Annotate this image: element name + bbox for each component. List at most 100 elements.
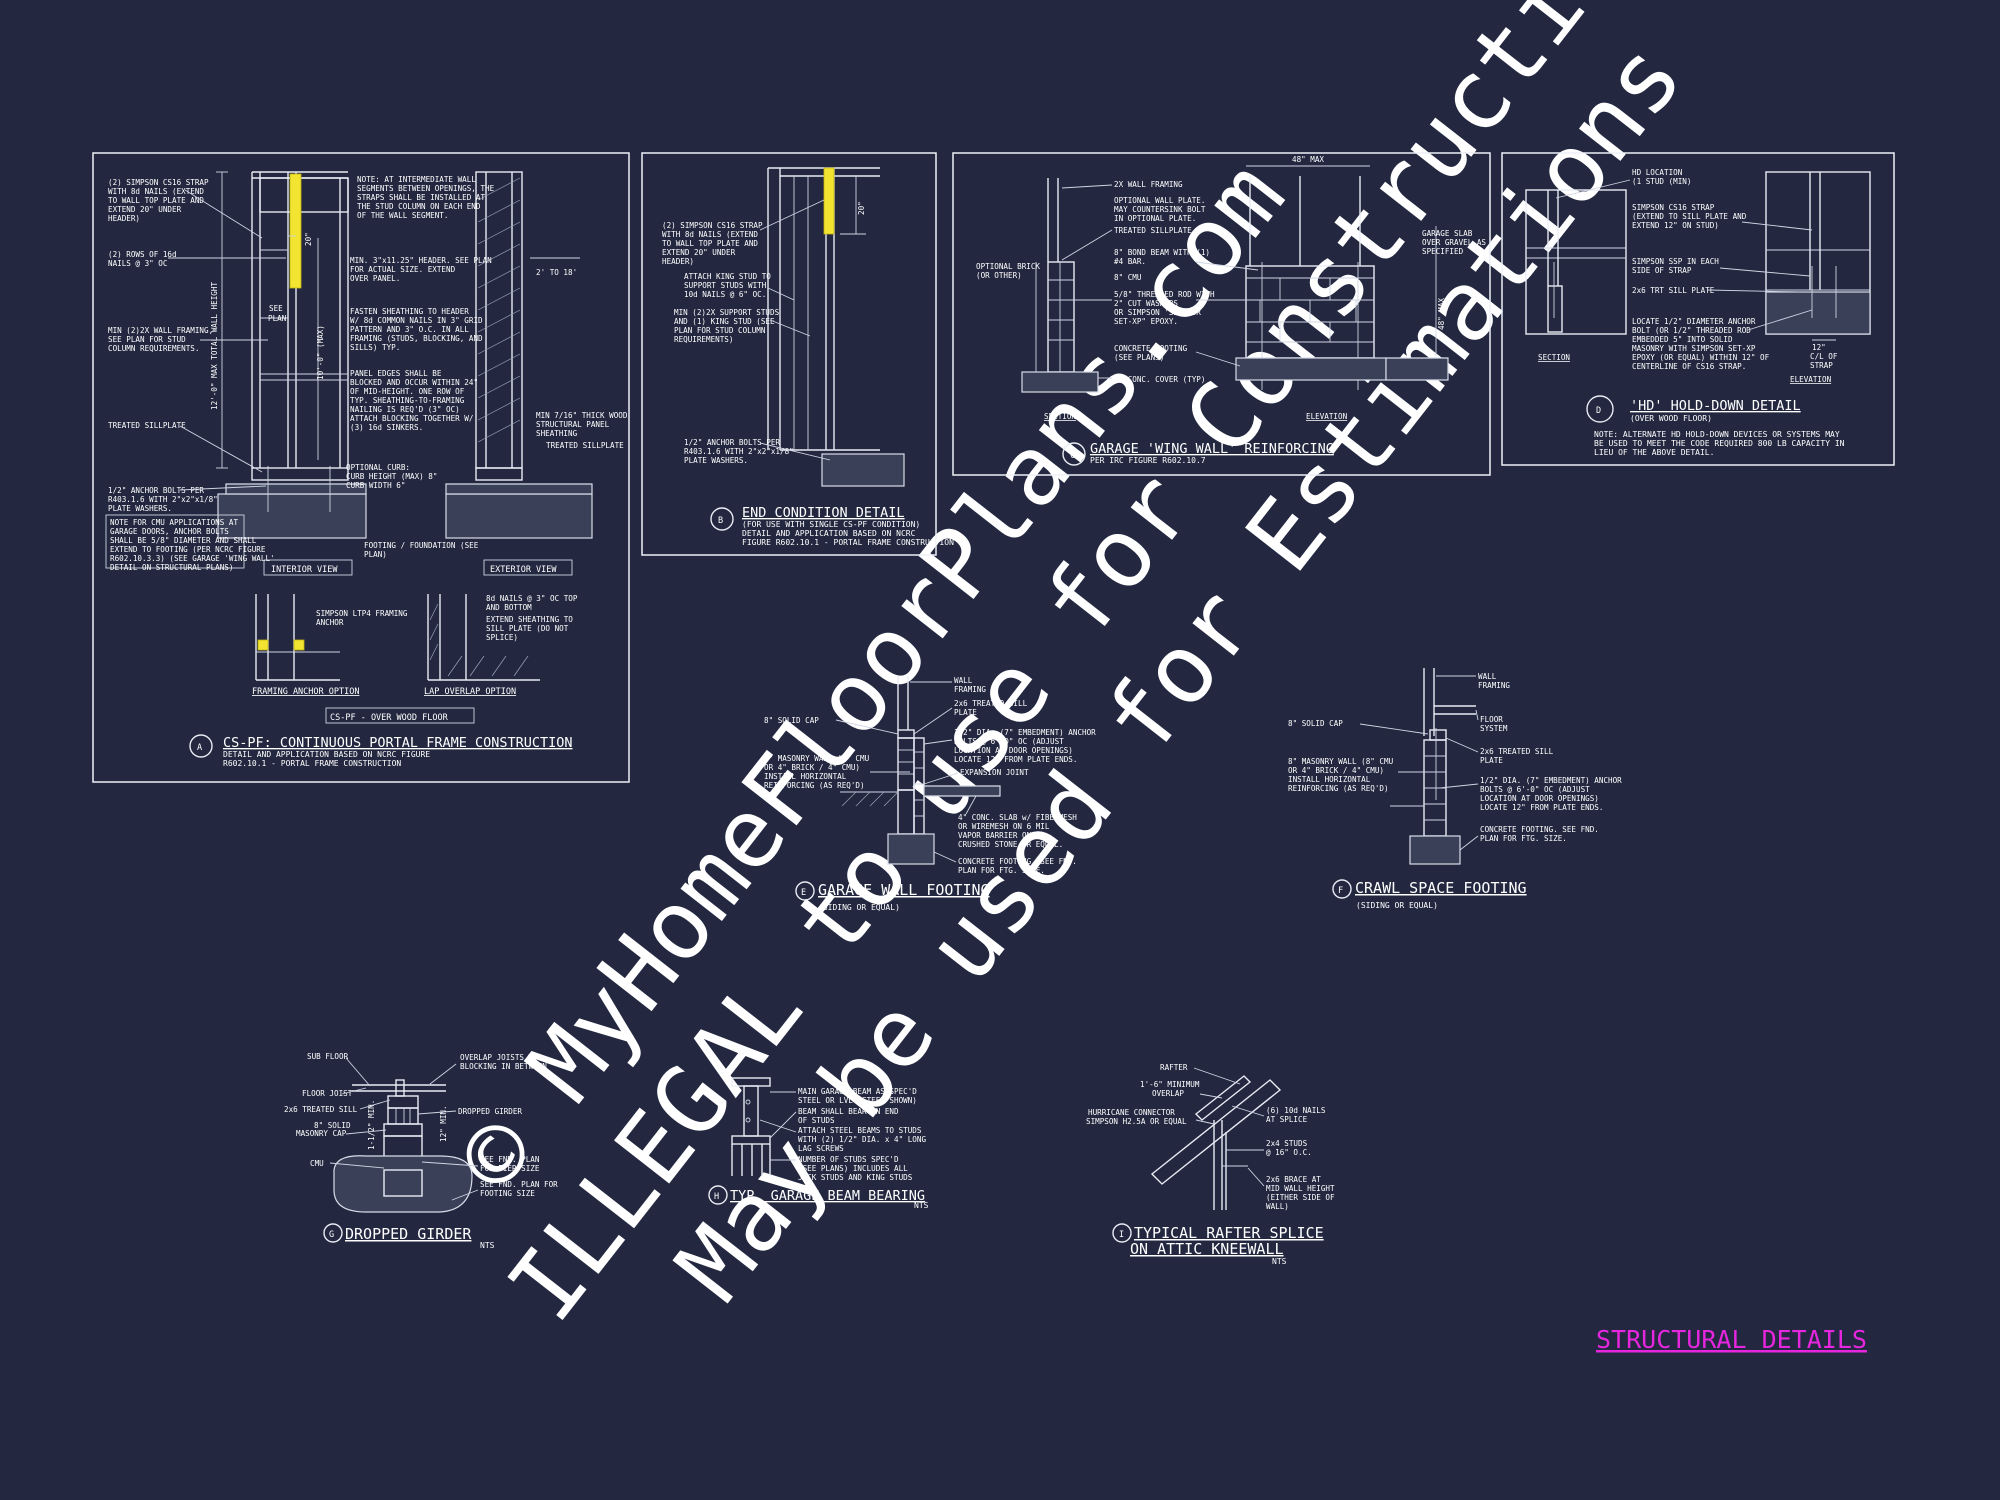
detail-f-note-10: INSTALL HORIZONTAL <box>1288 775 1371 784</box>
detail-a-note-59: EXTEND SHEATHING TO <box>486 615 573 624</box>
detail-f-note-2: FRAMING <box>1478 681 1510 690</box>
detail-g-note-11: FOR PIER SIZE <box>480 1164 540 1173</box>
detail-a-note-27: FOR ACTUAL SIZE. EXTEND <box>350 265 456 274</box>
detail-c-note-20: SPECIFIED <box>1422 247 1464 256</box>
detail-d: SECTION ELEVATION HD LOCATION (1 STUD (M… <box>1501 152 1895 466</box>
detail-i-note-9: @ 16" O.C. <box>1266 1148 1312 1157</box>
detail-e-note-16: OR WIREMESH ON 6 MIL <box>958 822 1050 831</box>
detail-f-note-6: 2x6 TREATED SILL <box>1480 747 1554 756</box>
detail-e-note-2: FRAMING <box>954 685 986 694</box>
detail-b-note-9: MIN (2)2X SUPPORT STUDS <box>674 308 780 317</box>
detail-a-note-8: MIN (2)2X WALL FRAMING, <box>108 326 213 335</box>
detail-h-note-6: WITH (2) 1/2" DIA. x 4" LONG <box>798 1135 926 1144</box>
detail-e-note-13: REINFORCING (AS REQ'D) <box>764 781 865 790</box>
detail-i-note-1: RAFTER <box>1160 1063 1188 1072</box>
detail-c-subtitle-1: PER IRC FIGURE R602.10.7 <box>1090 456 1206 465</box>
detail-a-note-30: W/ 8d COMMON NAILS IN 3" GRID <box>350 316 483 325</box>
detail-c-note-17: (OR OTHER) <box>976 271 1022 280</box>
detail-f-tag-circle <box>1332 879 1352 899</box>
detail-a-note-21: NOTE: AT INTERMEDIATE WALL <box>357 175 476 184</box>
detail-a-note-6: (2) ROWS OF 16d <box>108 250 177 259</box>
detail-i-note-11: MID WALL HEIGHT <box>1266 1184 1335 1193</box>
detail-a-interior-drawing <box>216 171 367 539</box>
detail-f-note-11: REINFORCING (AS REQ'D) <box>1288 784 1389 793</box>
detail-g-note-4: FLOOR JOIST <box>302 1089 353 1098</box>
detail-h-note-7: LAG SCREWS <box>798 1144 844 1153</box>
detail-c-note-13: CONCRETE FOOTING <box>1114 344 1188 353</box>
detail-h-note-8: NUMBER OF STUDS SPEC'D <box>798 1155 899 1164</box>
detail-a-note-25: OF THE WALL SEGMENT. <box>357 211 448 220</box>
sheet-title: STRUCTURAL DETAILS <box>1596 1325 1867 1354</box>
detail-d-note-10: BOLT (OR 1/2" THREADED ROD <box>1632 326 1751 335</box>
detail-a-note-12: 1/2" ANCHOR BOLTS PER <box>108 486 204 495</box>
detail-h-nts: NTS <box>914 1201 929 1210</box>
detail-g-note-6: DROPPED GIRDER <box>458 1107 522 1116</box>
detail-d-note-6: SIMPSON SSP IN EACH <box>1632 257 1719 266</box>
detail-d-frame <box>1501 152 1895 466</box>
detail-e-note-12: INSTALL HORIZONTAL <box>764 772 847 781</box>
detail-h-note-3: BEAM SHALL BEAR ON END <box>798 1107 899 1116</box>
detail-d-note-3: SIMPSON CS16 STRAP <box>1632 203 1715 212</box>
detail-a-note-16: GARAGE DOORS, ANCHOR BOLTS <box>110 527 229 536</box>
detail-i-title-1: TYPICAL RAFTER SPLICE <box>1134 1224 1324 1242</box>
detail-g-note-1: SUB FLOOR <box>307 1052 349 1061</box>
detail-c-note-1: 2X WALL FRAMING <box>1114 180 1183 189</box>
detail-f-note-5: 8" SOLID CAP <box>1288 719 1343 728</box>
detail-c-section-label: SECTION <box>1044 412 1076 421</box>
detail-g-note-9: CMU <box>310 1159 324 1168</box>
detail-d-note-14: CENTERLINE OF CS16 STRAP. <box>1632 362 1746 371</box>
detail-b-note-6: ATTACH KING STUD TO <box>684 272 771 281</box>
detail-i-title-2: ON ATTIC KNEEWALL <box>1130 1240 1284 1258</box>
detail-b-note-14: R403.1.6 WITH 2"x2"x1/8" <box>684 447 794 456</box>
detail-a-title: CS-PF: CONTINUOUS PORTAL FRAME CONSTRUCT… <box>223 735 573 751</box>
detail-a-note-42: CURB HEIGHT (MAX) 8" <box>346 472 437 481</box>
detail-d-note-b: BE USED TO MEET THE CODE REQUIRED 800 LB… <box>1594 439 1845 448</box>
detail-a-note-1: (2) SIMPSON CS16 STRAP <box>108 178 209 187</box>
detail-a-over-wood-floor-label: CS-PF - OVER WOOD FLOOR <box>330 713 449 723</box>
detail-b-subtitle-1: (FOR USE WITH SINGLE CS-PF CONDITION) <box>742 520 920 529</box>
detail-b-note-15: PLATE WASHERS. <box>684 456 748 465</box>
detail-e-note-3: 2x6 TREATED SILL <box>954 699 1028 708</box>
detail-c-note-5: TREATED SILLPLATE <box>1114 226 1192 235</box>
detail-a-note-29: FASTEN SHEATHING TO HEADER <box>350 307 469 316</box>
detail-f-title: CRAWL SPACE FOOTING <box>1355 879 1527 897</box>
detail-b-note-12: REQUIREMENTS) <box>674 335 733 344</box>
detail-e-note-10: 8" MASONRY WALL (8" CMU <box>764 754 870 763</box>
detail-b-note-4: EXTEND 20" UNDER <box>662 248 736 257</box>
detail-a-note-47: STRUCTURAL PANEL <box>536 420 610 429</box>
detail-i-note-4: HURRICANE CONNECTOR <box>1088 1108 1175 1117</box>
detail-e-note-14: EXPANSION JOINT <box>960 768 1029 777</box>
detail-d-tag: D <box>1596 406 1601 416</box>
detail-h-note-10: JACK STUDS AND KING STUDS <box>798 1173 913 1182</box>
detail-a-interior-view-label: INTERIOR VIEW <box>271 565 338 575</box>
detail-d-note-4: (EXTEND TO SILL PLATE AND <box>1632 212 1747 221</box>
detail-b-tag-circle <box>710 507 734 531</box>
detail-f-note-14: LOCATION AT DOOR OPENINGS) <box>1480 794 1599 803</box>
detail-e-note-9: LOCATE 12" FROM PLATE ENDS. <box>954 755 1077 764</box>
detail-g-note-2: OVERLAP JOISTS W/ <box>460 1053 538 1062</box>
detail-h-note-2: STEEL OR LVL (STEEL SHOWN) <box>798 1096 917 1105</box>
detail-g-title: DROPPED GIRDER <box>345 1225 472 1243</box>
detail-d-note-5: EXTEND 12" ON STUD) <box>1632 221 1719 230</box>
detail-e-note-15: 4" CONC. SLAB w/ FIBERMESH <box>958 813 1077 822</box>
detail-i-tag: I <box>1119 1230 1124 1240</box>
detail-d-note-13: EPOXY (OR EQUAL) WITHIN 12" OF <box>1632 353 1770 362</box>
detail-d-title: 'HD' HOLD-DOWN DETAIL <box>1630 398 1801 414</box>
detail-a-note-18: EXTEND TO FOOTING (PER NCRC FIGURE <box>110 545 266 554</box>
detail-a-note-22: SEGMENTS BETWEEN OPENINGS, THE <box>357 184 495 193</box>
detail-e-note-8: LOCATION AT DOOR OPENINGS) <box>954 746 1073 755</box>
detail-d-note-15: 12" <box>1812 343 1826 352</box>
detail-a-note-37: TYP. SHEATHING-TO-FRAMING <box>350 396 465 405</box>
detail-e-note-4: PLATE <box>954 708 977 717</box>
detail-h-tag-circle <box>708 1185 728 1205</box>
detail-d-section-drawing <box>1525 189 1627 335</box>
detail-g-tag: G <box>329 1230 334 1240</box>
detail-b-note-5: HEADER) <box>662 257 694 266</box>
detail-a-note-33: SILLS) TYP. <box>350 343 400 352</box>
detail-a-note-43: CURB WIDTH 6" <box>346 481 405 490</box>
detail-e-drawing <box>840 676 1001 865</box>
detail-f-note-16: CONCRETE FOOTING. SEE FND. <box>1480 825 1599 834</box>
detail-a-note-2: WITH 8d NAILS (EXTEND <box>108 187 204 196</box>
detail-c-note-18: GARAGE SLAB <box>1422 229 1473 238</box>
detail-f-tag: F <box>1338 886 1343 896</box>
